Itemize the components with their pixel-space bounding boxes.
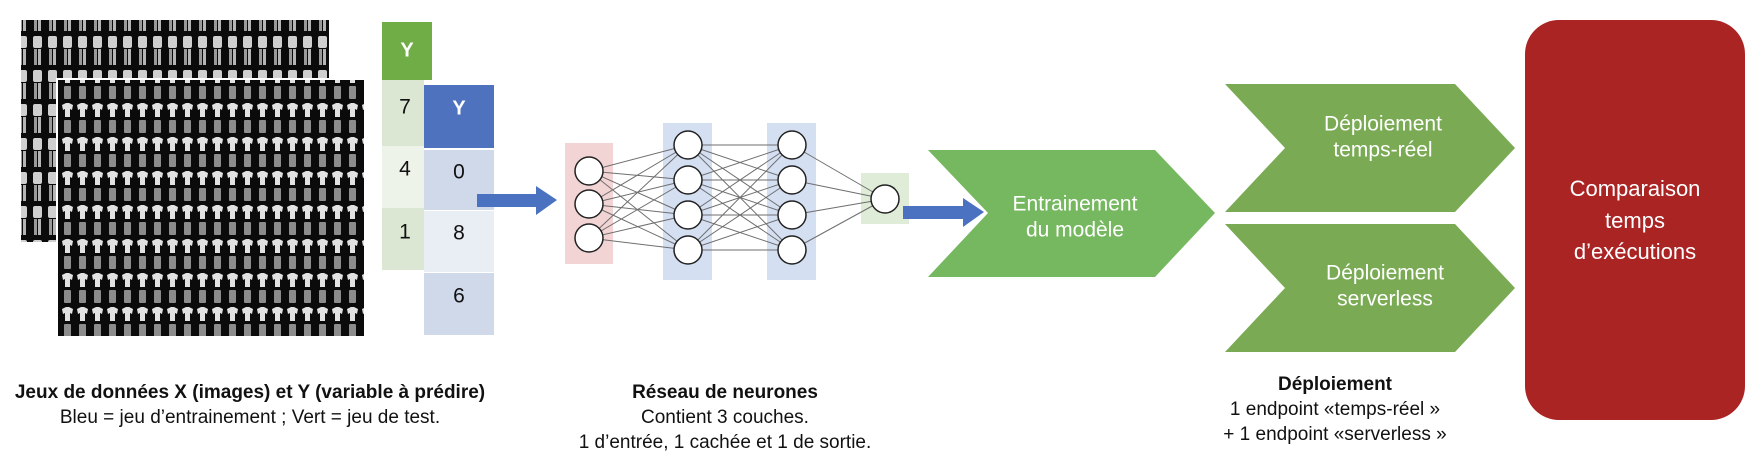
network-nodes — [574, 130, 900, 265]
green-cell-text: 7 — [399, 96, 411, 119]
deployment-serverless-step: Déploiement serverless — [1225, 224, 1515, 352]
network-connection — [791, 179, 886, 200]
neuron-node-layer-1 — [574, 223, 604, 253]
neuron-node-layer-2 — [673, 130, 703, 160]
network-caption-line2: 1 d’entrée, 1 cachée et 1 de sortie. — [578, 432, 872, 453]
network-connection — [791, 198, 886, 251]
dataset-caption: Jeux de données X (images) et Y (variabl… — [0, 380, 500, 430]
blue-cell-text: 8 — [453, 222, 465, 245]
network-connection — [791, 198, 886, 216]
deployment-caption-line2: + 1 endpoint «serverless » — [1223, 424, 1447, 445]
network-connection — [791, 144, 886, 200]
network-connection — [588, 144, 689, 205]
serverless-label-line1: Déploiement — [1326, 262, 1444, 285]
realtime-label-line2: temps-réel — [1333, 139, 1432, 162]
neuron-node-layer-1 — [574, 189, 604, 219]
network-caption-line1: Contient 3 couches. — [641, 407, 809, 428]
realtime-chevron — [1225, 84, 1515, 212]
green-cell-text: 1 — [399, 221, 411, 244]
deployment-realtime-step: Déploiement temps-réel — [1225, 84, 1515, 212]
image-grid-front — [56, 78, 366, 338]
neuron-node-layer-3 — [777, 165, 807, 195]
neural-network — [565, 123, 909, 280]
blue-cell-text: 0 — [453, 161, 465, 184]
dataset-images — [21, 20, 366, 338]
network-connection — [687, 144, 793, 181]
flow-arrow-dataset-to-network — [477, 186, 557, 215]
network-connection — [588, 144, 689, 239]
network-connection — [588, 170, 689, 216]
neuron-node-layer-3 — [777, 200, 807, 230]
blue-cell-text: 6 — [453, 285, 465, 308]
green-cell — [382, 146, 424, 208]
deployment-caption: Déploiement 1 endpoint «temps-réel » + 1… — [1190, 372, 1480, 447]
green-table-header-text: Y — [400, 39, 414, 61]
network-connection — [687, 144, 793, 216]
network-connection — [588, 144, 689, 172]
network-connection — [687, 144, 793, 251]
training-label-line2: du modèle — [1026, 219, 1124, 242]
network-connection — [687, 214, 793, 251]
realtime-label-line1: Déploiement — [1324, 113, 1442, 136]
green-table-header — [382, 22, 432, 80]
blue-table-header — [424, 85, 494, 148]
dataset-caption-title: Jeux de données X (images) et Y (variabl… — [14, 382, 486, 403]
green-cell — [382, 208, 424, 270]
network-connection — [588, 170, 689, 181]
deployment-caption-line1: 1 endpoint «temps-réel » — [1229, 399, 1441, 420]
blue-table-header-text: Y — [452, 97, 466, 119]
neuron-node-layer-3 — [777, 235, 807, 265]
network-caption-title: Réseau de neurones — [632, 382, 818, 403]
dataset-caption-subtitle: Bleu = jeu d’entrainement ; Vert = jeu d… — [59, 407, 441, 428]
network-connection — [588, 237, 689, 251]
green-cell-text: 4 — [399, 158, 411, 181]
comparison-label-line2: temps — [1605, 208, 1665, 233]
flow-arrow-network-to-training — [903, 198, 984, 227]
comparison-label-line1: Comparaison — [1570, 176, 1701, 201]
serverless-chevron — [1225, 224, 1515, 352]
neuron-node-layer-2 — [673, 165, 703, 195]
test-labels-table: Y 7 4 1 — [382, 22, 432, 270]
comparison-box — [1525, 20, 1745, 420]
training-chevron — [928, 150, 1215, 277]
neuron-node-layer-2 — [673, 200, 703, 230]
neuron-node-layer-2 — [673, 235, 703, 265]
green-cell — [382, 80, 424, 146]
training-step: Entrainement du modèle — [928, 150, 1215, 277]
deployment-caption-title: Déploiement — [1277, 374, 1393, 395]
blue-cell — [424, 273, 494, 335]
serverless-label-line2: serverless — [1337, 288, 1433, 311]
neuron-node-layer-1 — [574, 156, 604, 186]
train-labels-table: Y 0 8 6 — [424, 85, 494, 335]
neuron-node-layer-3 — [777, 130, 807, 160]
network-connection — [588, 214, 689, 239]
training-label-line1: Entrainement — [1013, 193, 1138, 216]
network-connection — [588, 170, 689, 251]
neuron-node-layer-4 — [870, 184, 900, 214]
comparison-step: Comparaison temps d’exécutions — [1525, 20, 1745, 420]
network-connections — [588, 144, 886, 251]
blue-cell — [424, 211, 494, 272]
network-connection — [687, 179, 793, 251]
network-caption: Réseau de neurones Contient 3 couches. 1… — [545, 380, 905, 455]
network-connection — [588, 179, 689, 239]
comparison-label-line3: d’exécutions — [1574, 239, 1696, 264]
